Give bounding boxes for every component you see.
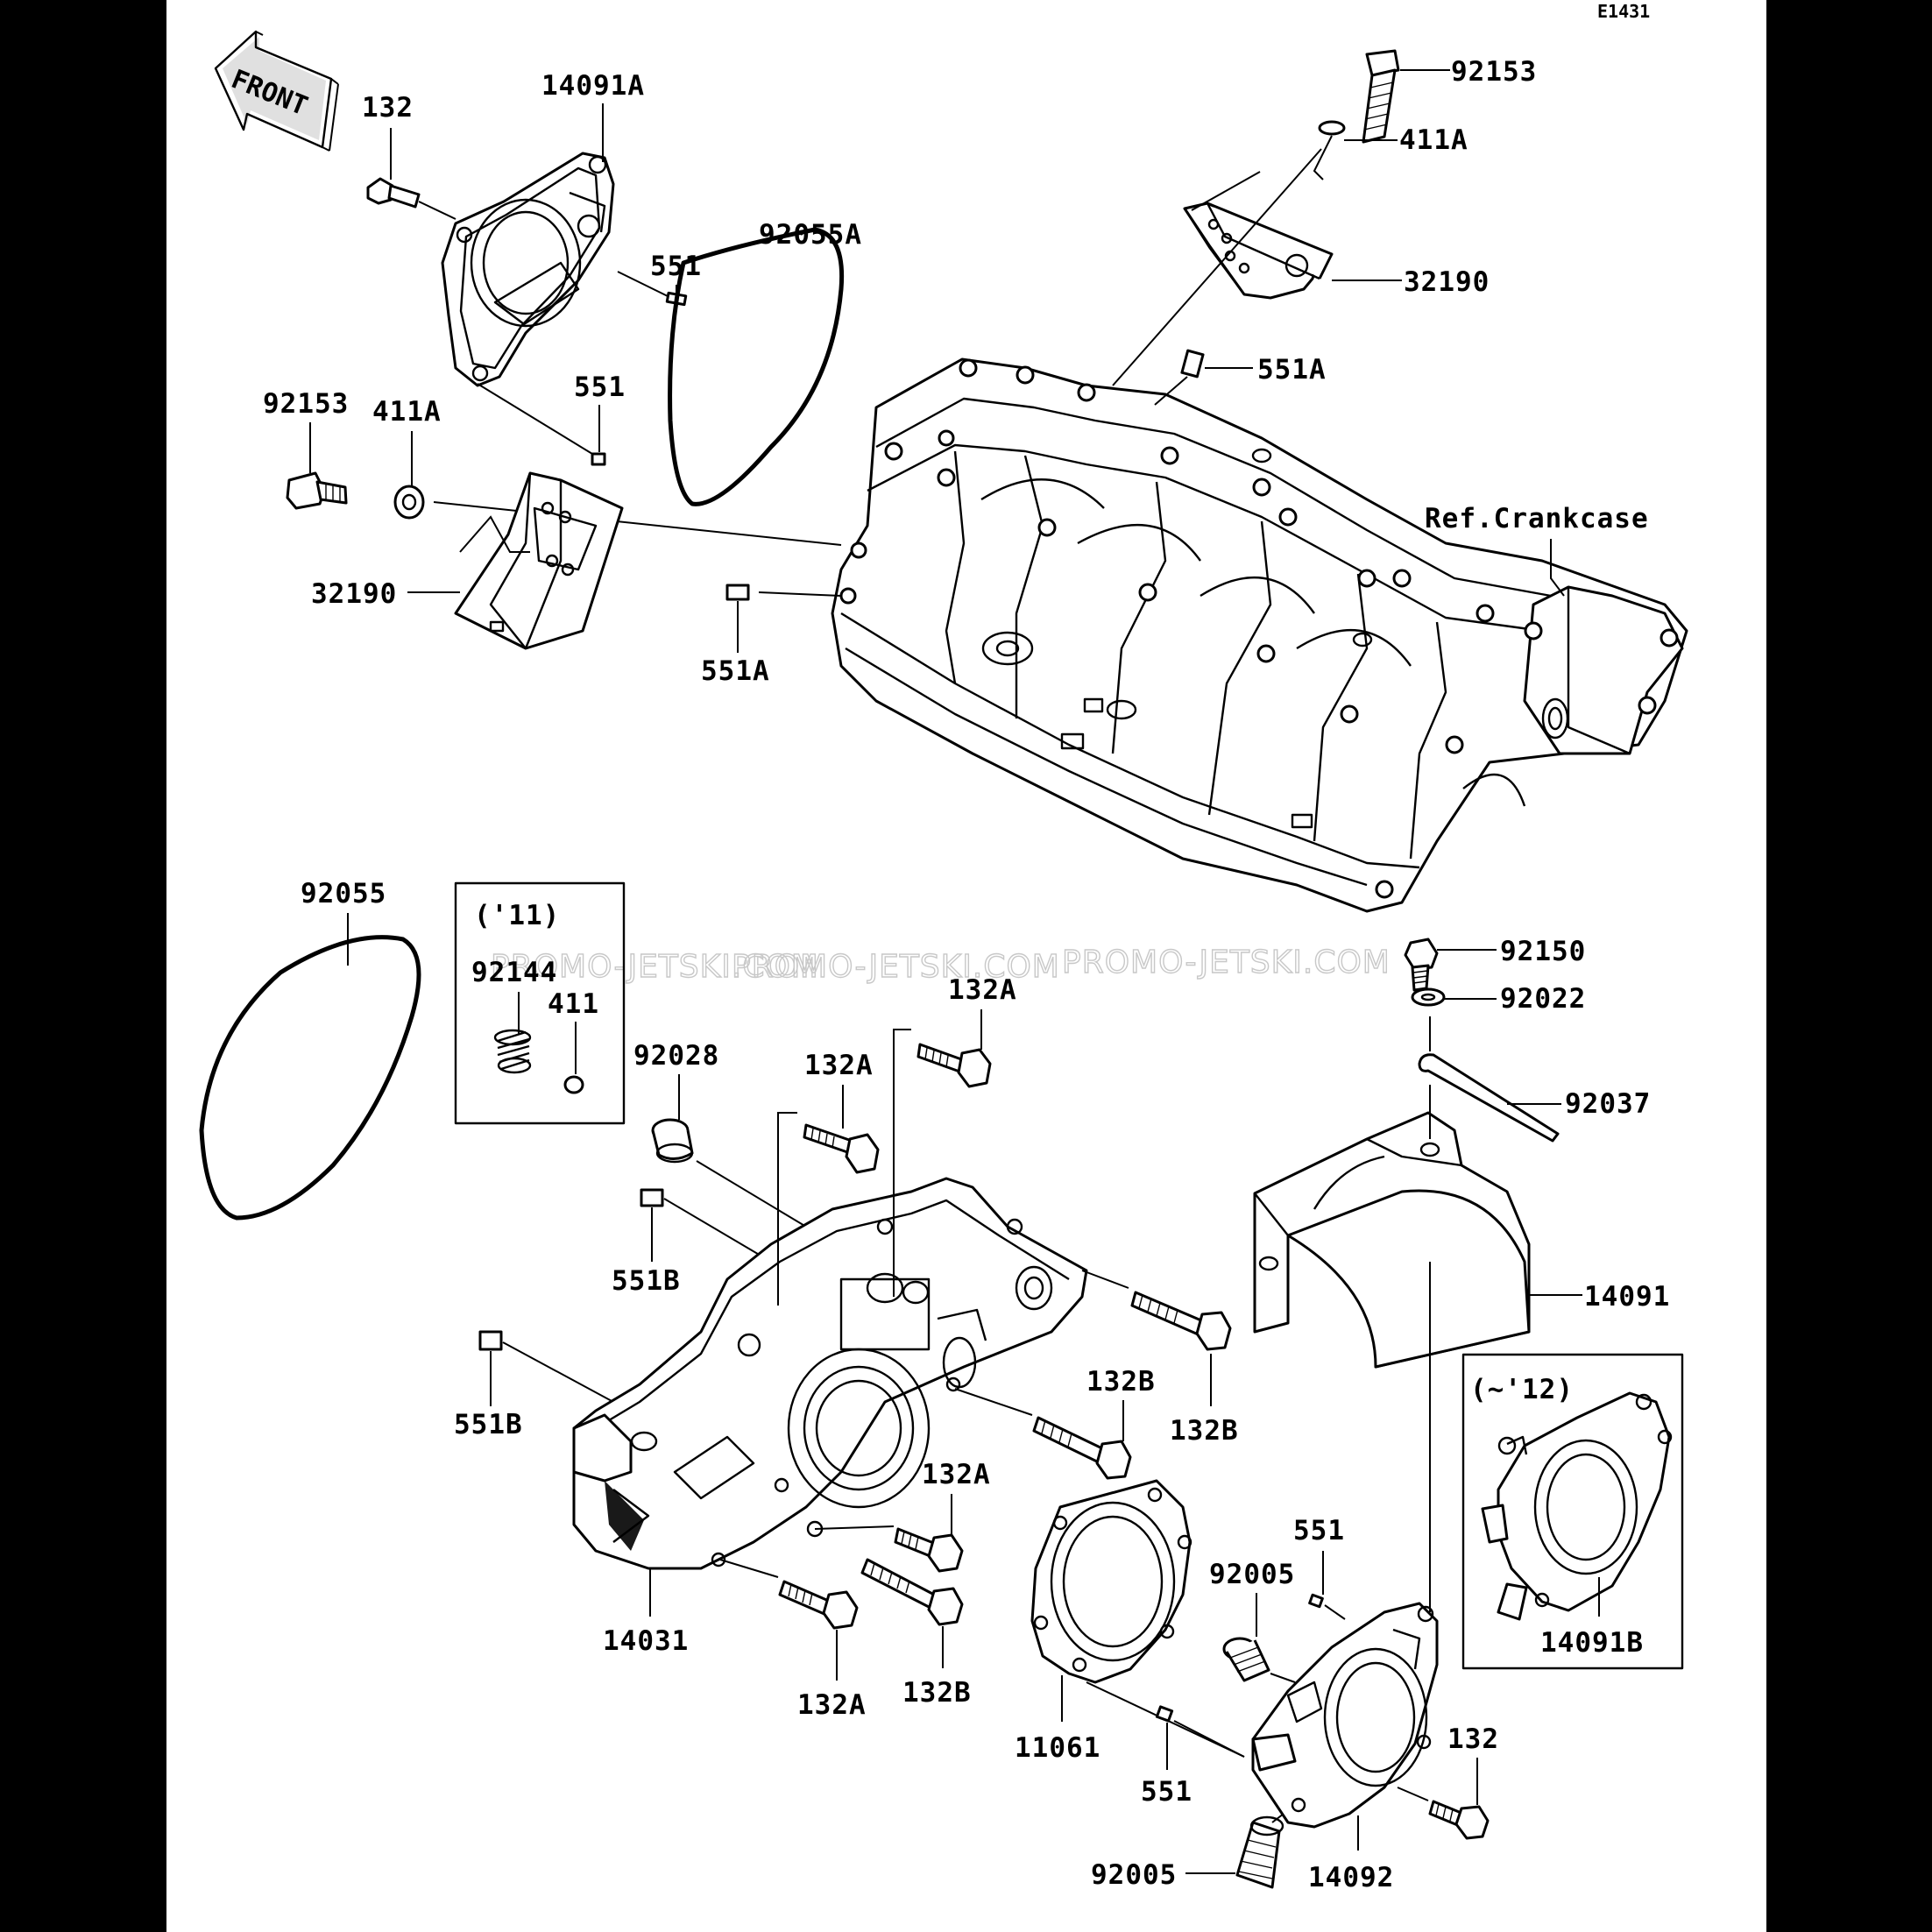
part-label-411A-left: 411A bbox=[372, 396, 442, 428]
part-label-92005-b: 92005 bbox=[1091, 1859, 1177, 1891]
year-label-12: (~'12) bbox=[1470, 1374, 1574, 1405]
part-label-551-b: 551 bbox=[574, 372, 626, 403]
part-label-132B-c: 132B bbox=[902, 1677, 972, 1709]
part-label-132-top: 132 bbox=[362, 92, 414, 124]
part-label-551-c: 551 bbox=[1293, 1515, 1345, 1546]
part-label-92153-top: 92153 bbox=[1451, 56, 1537, 88]
part-label-11061: 11061 bbox=[1015, 1732, 1100, 1764]
part-label-411A-top: 411A bbox=[1399, 124, 1468, 156]
clamp-92037 bbox=[1418, 1053, 1560, 1143]
watermark-1: PROMO-JETSKI.COM bbox=[491, 949, 819, 985]
bolt-132A-mid bbox=[803, 1123, 880, 1174]
part-label-551B-a: 551B bbox=[612, 1265, 681, 1297]
year-box-11 bbox=[454, 881, 626, 1125]
year-box-12 bbox=[1461, 1353, 1684, 1670]
part-label-92153-left: 92153 bbox=[263, 388, 349, 420]
part-label-132-bottom: 132 bbox=[1447, 1723, 1499, 1755]
bolt-132B-a bbox=[1130, 1291, 1232, 1351]
part-label-92005-a: 92005 bbox=[1209, 1559, 1295, 1590]
bolt-92153-top bbox=[1362, 49, 1400, 144]
bracket-32190-left bbox=[454, 471, 624, 650]
part-label-92150: 92150 bbox=[1500, 936, 1586, 967]
cover-14031 bbox=[572, 1177, 1088, 1570]
bolt-132B-c bbox=[860, 1558, 964, 1626]
bolt-132A-top bbox=[916, 1043, 992, 1088]
part-label-132A-c: 132A bbox=[922, 1459, 991, 1490]
part-label-551B-b: 551B bbox=[454, 1409, 523, 1440]
cover-14091B bbox=[1481, 1391, 1673, 1621]
gasket-11061 bbox=[1030, 1479, 1192, 1684]
shield-14091 bbox=[1253, 1111, 1531, 1369]
cover-14092 bbox=[1251, 1602, 1439, 1829]
crankcase-drawing bbox=[831, 357, 1688, 913]
part-label-14091B: 14091B bbox=[1540, 1627, 1644, 1659]
part-label-32190-left: 32190 bbox=[311, 578, 397, 610]
diagram-code: E1431 bbox=[1597, 1, 1650, 22]
part-label-551A-top: 551A bbox=[1257, 354, 1327, 386]
bolt-132B-b bbox=[1032, 1416, 1132, 1480]
reference-label: Ref.Crankcase bbox=[1425, 503, 1649, 534]
bushing-92028 bbox=[651, 1118, 694, 1164]
watermark-group: PROMO-JETSKI.COM PROMO-JETSKI.COM PROMO-… bbox=[490, 944, 1391, 985]
watermark-2: PROMO-JETSKI.COM bbox=[732, 949, 1060, 985]
year-label-11: ('11) bbox=[474, 900, 560, 931]
part-label-92022: 92022 bbox=[1500, 983, 1586, 1015]
part-label-32190-top: 32190 bbox=[1404, 266, 1490, 298]
plug-92153-left bbox=[286, 471, 348, 510]
part-label-14091: 14091 bbox=[1584, 1281, 1670, 1313]
spring-92144 bbox=[493, 1029, 532, 1074]
part-label-551-a: 551 bbox=[650, 251, 702, 282]
part-label-14092: 14092 bbox=[1308, 1862, 1394, 1893]
part-label-92037: 92037 bbox=[1565, 1088, 1651, 1120]
part-label-132B-b: 132B bbox=[1170, 1415, 1239, 1447]
gasket-92055 bbox=[199, 935, 421, 1221]
bolt-132-bottom bbox=[1428, 1800, 1490, 1840]
part-label-92028: 92028 bbox=[633, 1040, 719, 1072]
part-label-411: 411 bbox=[548, 988, 599, 1020]
part-label-92055A: 92055A bbox=[759, 219, 862, 251]
part-label-551-d: 551 bbox=[1141, 1776, 1192, 1808]
watermark-3: PROMO-JETSKI.COM bbox=[1062, 945, 1391, 980]
part-label-92055: 92055 bbox=[301, 878, 386, 909]
part-label-551A-left: 551A bbox=[701, 655, 770, 687]
part-label-132B-a: 132B bbox=[1086, 1366, 1156, 1398]
bolt-132A-bottom bbox=[778, 1580, 859, 1630]
part-label-132A-a: 132A bbox=[948, 974, 1017, 1006]
gasket-92055A bbox=[668, 227, 845, 506]
part-label-14091A: 14091A bbox=[541, 70, 645, 102]
part-label-14031: 14031 bbox=[603, 1625, 689, 1657]
bolt-132-top bbox=[366, 177, 421, 209]
fitting-92005-a bbox=[1222, 1637, 1270, 1682]
cover-14091A bbox=[441, 152, 615, 387]
bolt-92150 bbox=[1404, 938, 1439, 992]
fitting-92005-b bbox=[1235, 1815, 1284, 1889]
part-label-132A-b: 132A bbox=[804, 1050, 874, 1081]
bolt-132A-lower bbox=[894, 1527, 964, 1573]
part-label-92144: 92144 bbox=[471, 957, 557, 988]
front-arrow-icon: FRONT bbox=[214, 30, 339, 152]
part-label-132A-d: 132A bbox=[797, 1689, 867, 1721]
bracket-32190-top bbox=[1183, 202, 1334, 300]
